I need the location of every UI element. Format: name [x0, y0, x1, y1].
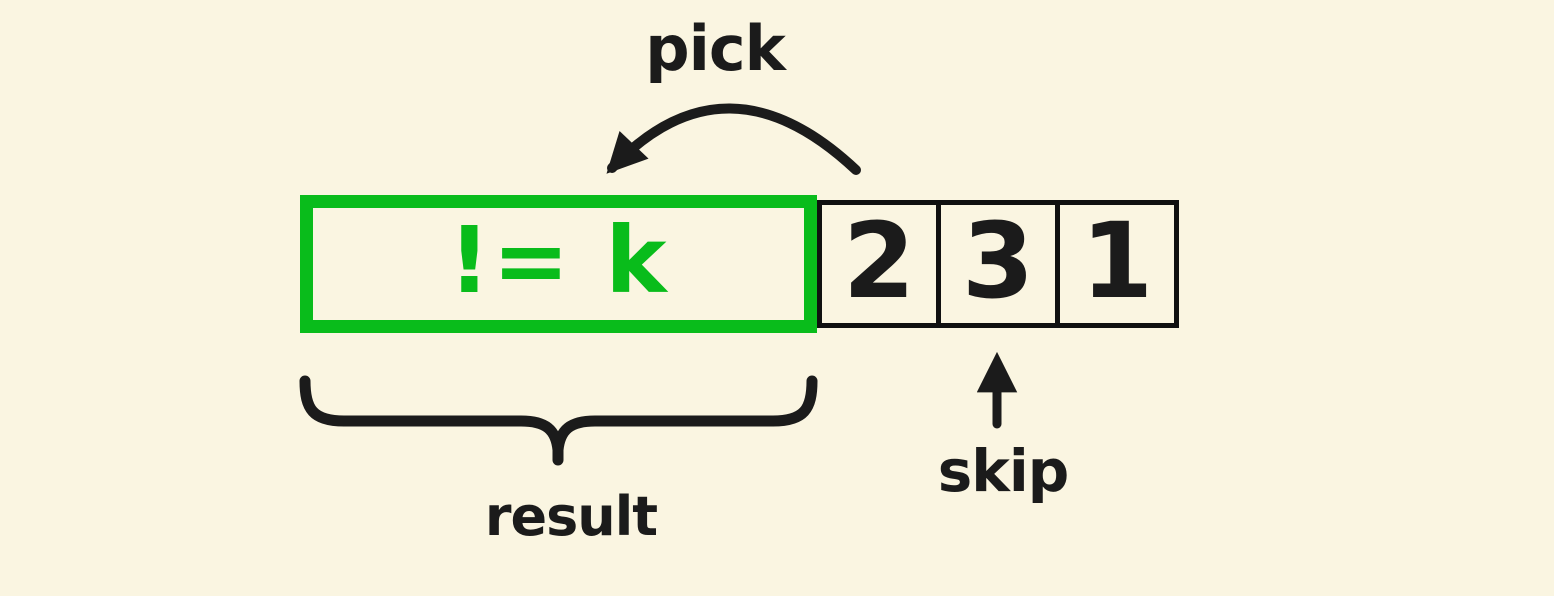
pick-label: pick — [645, 12, 786, 85]
result-label: result — [484, 485, 658, 548]
pick-arrow — [606, 103, 861, 175]
array-cells: 2 3 1 — [817, 200, 1179, 328]
cell-value: 1 — [1080, 200, 1154, 322]
result-box: != k — [300, 195, 817, 333]
cell-value: 2 — [842, 200, 916, 322]
skip-label: skip — [937, 437, 1069, 505]
cell-value: 3 — [961, 200, 1035, 322]
array-cell: 1 — [1055, 200, 1179, 328]
result-box-label: != k — [448, 207, 669, 314]
array-cell: 2 — [817, 200, 941, 328]
array-cell: 3 — [936, 200, 1060, 328]
result-brace — [299, 375, 818, 466]
